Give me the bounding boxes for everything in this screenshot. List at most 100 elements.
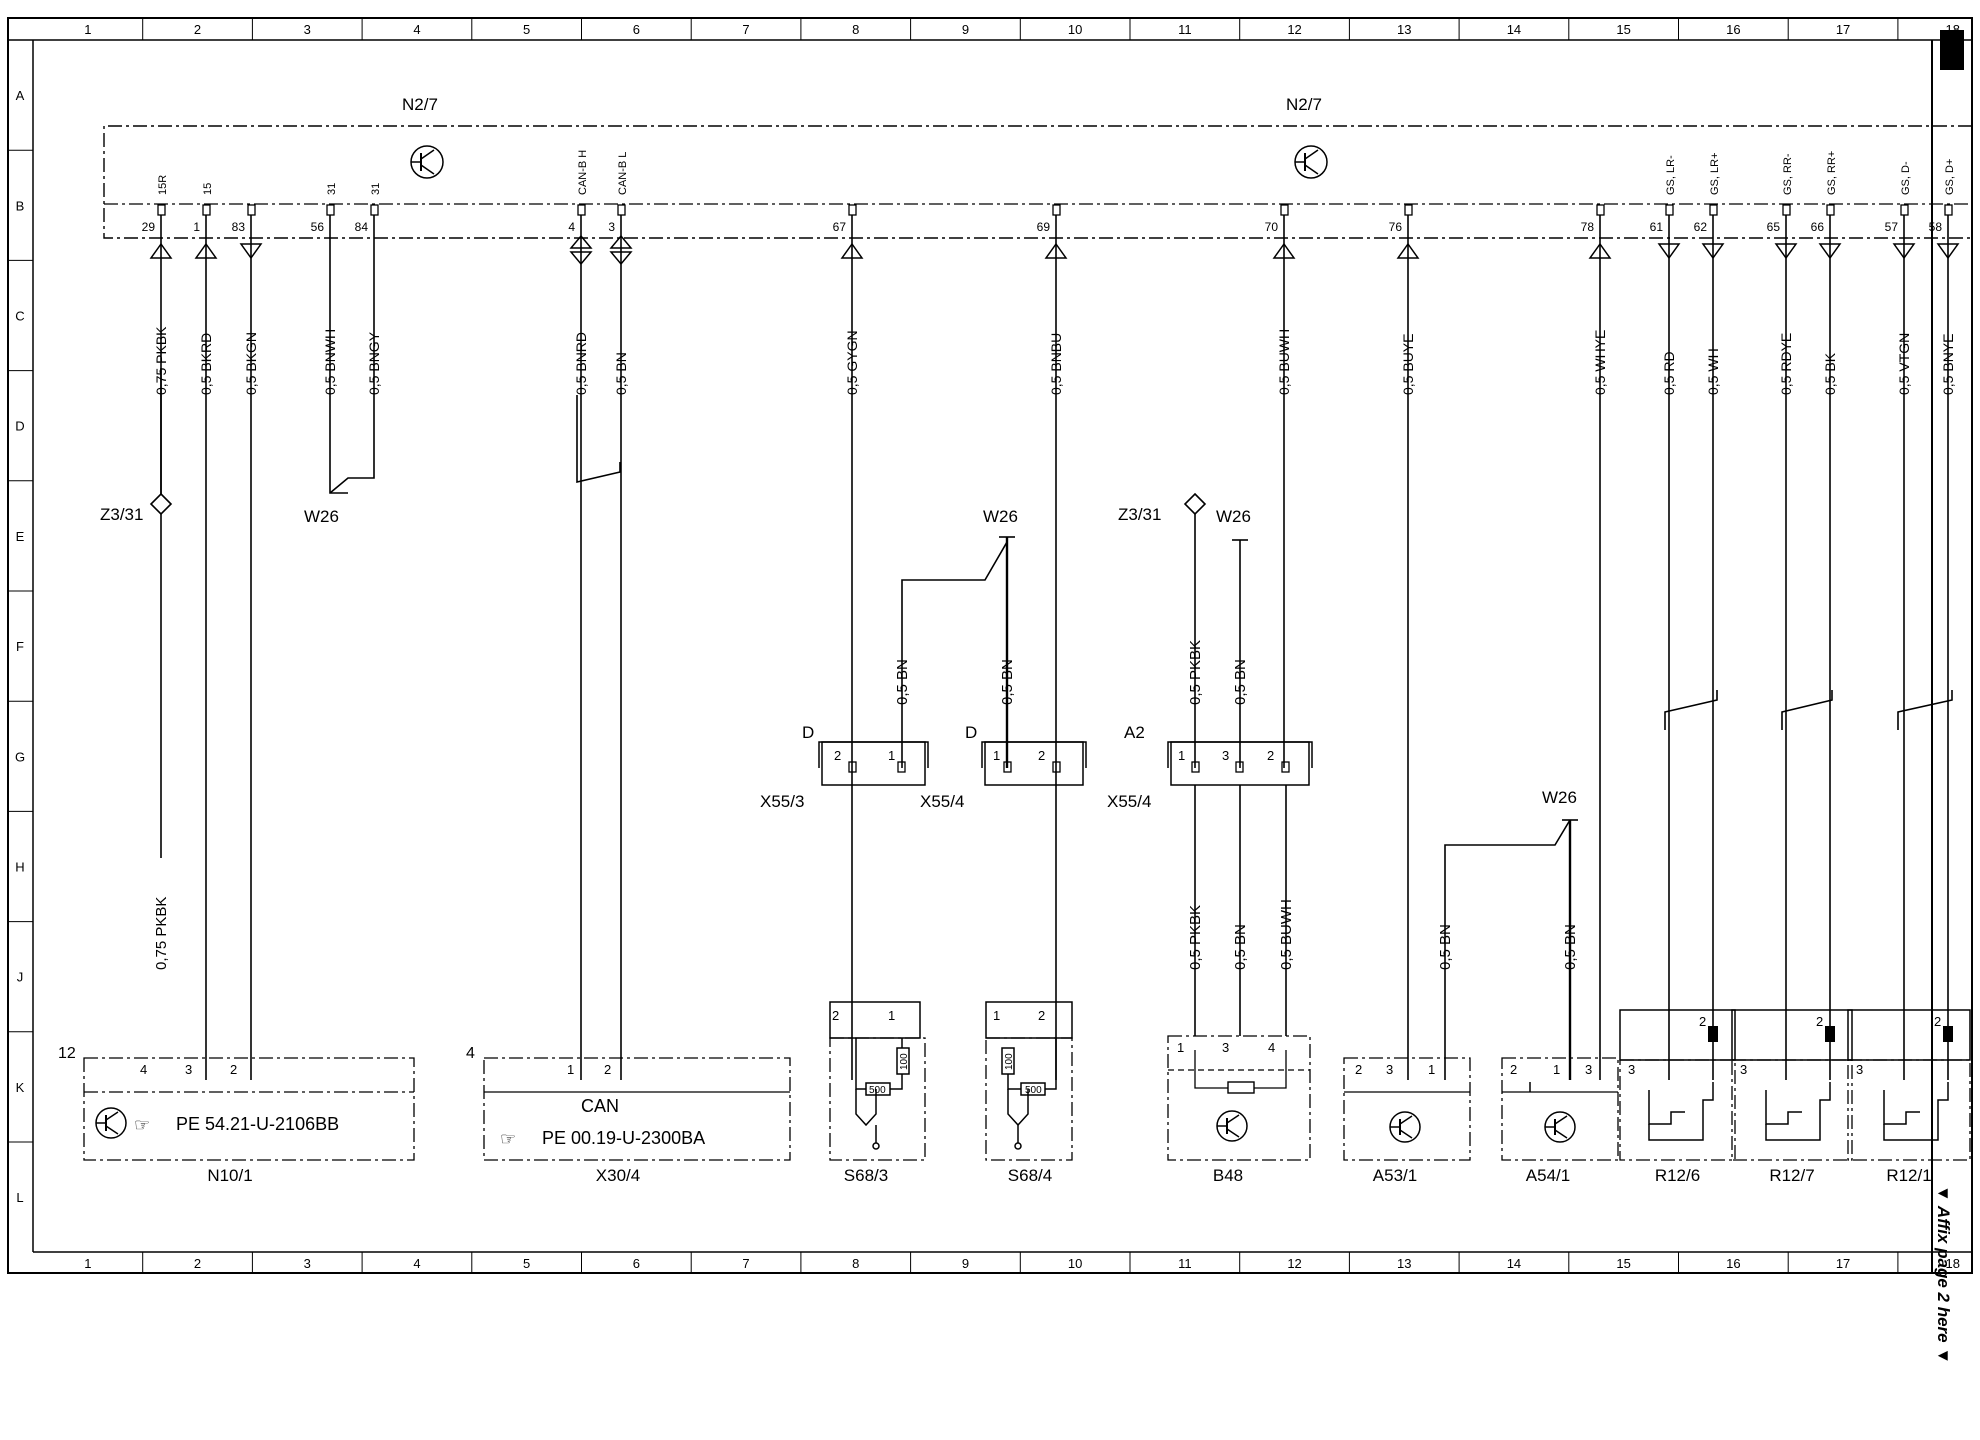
wire-label: 0,5 BN <box>894 659 911 705</box>
pin-wire: 690,5 BNBU <box>1037 204 1068 1080</box>
column-number-bottom: 16 <box>1726 1256 1740 1271</box>
component-label: R12/1 <box>1886 1166 1931 1185</box>
pin-number: 56 <box>311 220 325 234</box>
column-number-bottom: 15 <box>1616 1256 1630 1271</box>
pin-terminal <box>617 204 626 216</box>
reference-icon: ☞ <box>134 1115 150 1135</box>
wire-label: 0,5 BKGN <box>243 332 259 395</box>
pin-terminal <box>1944 204 1953 216</box>
column-number-bottom: 6 <box>633 1256 640 1271</box>
pin-terminal <box>577 204 586 216</box>
pin-number: 4 <box>568 220 575 234</box>
pin-number: 2 <box>1699 1014 1706 1029</box>
pin-function: GS, D+ <box>1944 159 1956 195</box>
control-unit-label-left: N2/7 <box>402 95 438 114</box>
pin-number: 1 <box>993 748 1000 763</box>
column-number-top: 12 <box>1287 22 1301 37</box>
pin-number: 3 <box>1222 1040 1229 1055</box>
gs-twist <box>1664 690 1718 730</box>
pin-number: 4 <box>140 1062 147 1077</box>
column-number-top: 8 <box>852 22 859 37</box>
lower-wire-labels: 0,75 PKBK 0,5 PKBK 0,5 BN 0,5 BUWH 0,5 B… <box>153 897 1579 970</box>
pin-number: 62 <box>1694 220 1708 234</box>
pin-number: 1 <box>1428 1062 1435 1077</box>
component-label: A53/1 <box>1373 1166 1417 1185</box>
wire-label: 0,5 BKRD <box>198 333 214 395</box>
pin-function: GS, LR+ <box>1709 153 1721 196</box>
pin-number: 2 <box>1355 1062 1362 1077</box>
pin-wire: 760,5 BUYE <box>1389 204 1420 1080</box>
column-number-bottom: 12 <box>1287 1256 1301 1271</box>
connector-number: 4 <box>466 1045 475 1062</box>
pin-number: 3 <box>1386 1062 1393 1077</box>
pin-number: 78 <box>1581 220 1595 234</box>
pin-number: 3 <box>1585 1062 1592 1077</box>
pin-function: 31 <box>326 183 338 195</box>
pin-function: GS, RR+ <box>1826 151 1838 195</box>
pin-wire: 830,5 BKGN <box>232 204 263 1080</box>
ground-label-w26: W26 <box>1216 507 1251 526</box>
row-letter: H <box>15 860 24 875</box>
column-number-bottom: 3 <box>304 1256 311 1271</box>
pin-terminal <box>1596 204 1605 216</box>
wire-label: 0,5 WH <box>1705 348 1721 395</box>
pin-number: 67 <box>833 220 847 234</box>
ground-points: Z3/31 W26 W26 Z3/31 W26 W26 <box>100 368 1953 1080</box>
pin-number: 1 <box>888 1008 895 1023</box>
connector-name: X55/4 <box>920 792 964 811</box>
wire-label: 0,5 BN <box>1232 659 1249 705</box>
pin-number: 2 <box>1934 1014 1941 1029</box>
row-letter: F <box>16 639 24 654</box>
gs-twist <box>1781 690 1833 730</box>
pin-number: 3 <box>1740 1062 1747 1077</box>
row-letter: C <box>15 309 24 324</box>
pin-terminal <box>1665 204 1674 216</box>
splice-diamond-icon <box>1183 492 1207 516</box>
pin-number: 3 <box>185 1062 192 1077</box>
column-number-top: 13 <box>1397 22 1411 37</box>
component-label: B48 <box>1213 1166 1243 1185</box>
row-letter: L <box>16 1190 23 1205</box>
component-label: X30/4 <box>596 1166 640 1185</box>
component-x30-4: 4 1 2 CAN ☞ PE 00.19-U-2300BA X30/4 <box>466 1045 791 1185</box>
component-n10-1: 12 4 3 2 ☞ PE 54.21-U-2106BB N10/1 <box>58 1045 415 1185</box>
transistor-icon <box>1389 1111 1421 1143</box>
column-number-bottom: 11 <box>1178 1256 1192 1271</box>
transistor-icon <box>1216 1110 1248 1142</box>
reference-text: PE 00.19-U-2300BA <box>542 1128 705 1148</box>
resistor-value: 500 <box>869 1085 886 1096</box>
pin-terminal <box>1052 204 1061 216</box>
wire-label: 0,5 BN <box>1437 924 1454 970</box>
column-number-bottom: 4 <box>413 1256 420 1271</box>
wire-label: 0,75 PKBK <box>153 897 170 970</box>
pin-number: 2 <box>1510 1062 1517 1077</box>
wire-label: 0,5 BNWH <box>322 329 338 395</box>
transistor-icon <box>95 1107 127 1139</box>
ground-label-w26: W26 <box>983 507 1018 526</box>
upper-short-wire-labels: 0,5 BN 0,5 BN 0,5 PKBK 0,5 BN <box>894 640 1249 705</box>
pin-number: 76 <box>1389 220 1403 234</box>
diode-icon <box>1708 1026 1718 1042</box>
splice-diamond-icon <box>149 492 173 516</box>
gs-twist <box>1897 690 1953 730</box>
reference-icon: ☞ <box>500 1129 516 1149</box>
ground-label-z3-31: Z3/31 <box>100 505 143 524</box>
pin-number: 57 <box>1885 220 1899 234</box>
pin-function: GS, LR- <box>1665 155 1677 195</box>
wire-label: 0,5 VTGN <box>1896 333 1912 395</box>
pin-number: 69 <box>1037 220 1051 234</box>
pin-terminal <box>247 204 256 216</box>
column-number-bottom: 9 <box>962 1256 969 1271</box>
affix-note: ▼ Affix page 2 here ▼ <box>1924 1185 1964 1425</box>
row-letter: J <box>17 970 24 985</box>
component-label: S68/4 <box>1008 1166 1052 1185</box>
upper-short-wires <box>901 607 1241 768</box>
control-unit-label-right: N2/7 <box>1286 95 1322 114</box>
